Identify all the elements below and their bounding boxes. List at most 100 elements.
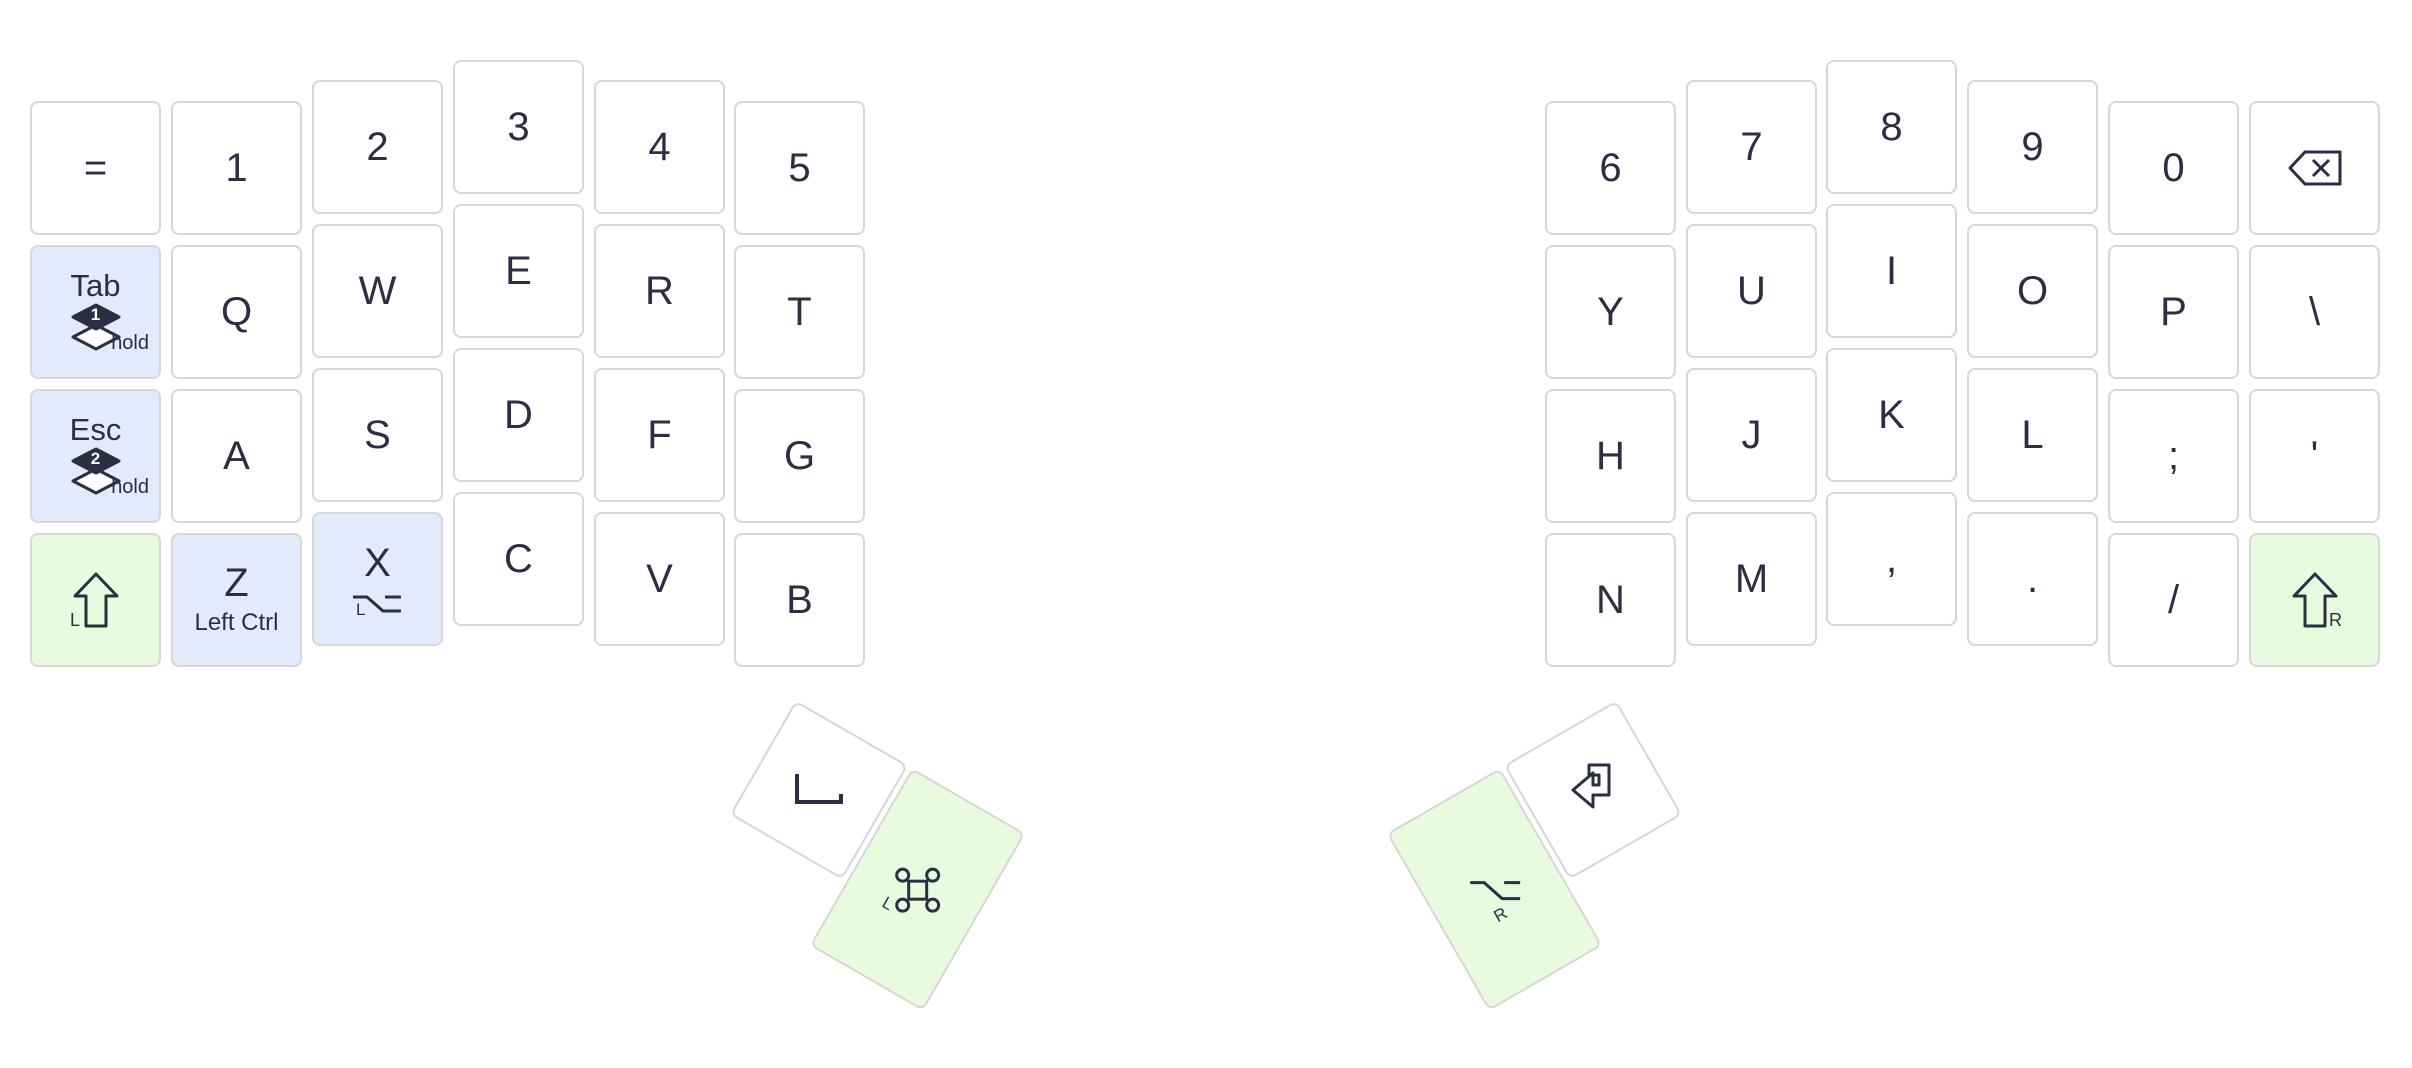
key-h[interactable]: H — [1545, 389, 1676, 523]
key-o[interactable]: O — [1967, 224, 2098, 358]
key-label: . — [2026, 557, 2039, 601]
key-label: E — [505, 249, 532, 293]
key-tab-layer1[interactable]: Tab 1 hold — [30, 245, 161, 379]
key-backslash[interactable]: \ — [2249, 245, 2380, 379]
key-z-left-ctrl[interactable]: Z Left Ctrl — [171, 533, 302, 667]
key-label: V — [646, 557, 673, 601]
key-label: 9 — [2021, 125, 2044, 169]
key-0[interactable]: 0 — [2108, 101, 2239, 235]
hold-label: hold — [111, 332, 149, 354]
enter-arrow-icon — [1571, 763, 1611, 809]
key-period[interactable]: . — [1967, 512, 2098, 646]
key-label: S — [364, 413, 391, 457]
key-label: C — [504, 537, 533, 581]
key-w[interactable]: W — [312, 224, 443, 358]
key-d[interactable]: D — [453, 348, 584, 482]
key-left-command[interactable]: L — [809, 767, 1026, 1012]
key-label: 3 — [507, 105, 530, 149]
key-space[interactable] — [729, 700, 909, 880]
key-label: W — [358, 269, 397, 313]
key-label: D — [504, 393, 533, 437]
key-c[interactable]: C — [453, 492, 584, 626]
option-icon — [352, 595, 401, 613]
key-label: 0 — [2162, 146, 2185, 190]
key-6[interactable]: 6 — [1545, 101, 1676, 235]
key-a[interactable]: A — [171, 389, 302, 523]
key-8[interactable]: 8 — [1826, 60, 1957, 194]
key-label: M — [1734, 557, 1769, 601]
key-u[interactable]: U — [1686, 224, 1817, 358]
key-label: K — [1878, 393, 1905, 437]
key-enter[interactable] — [1503, 700, 1683, 880]
key-y[interactable]: Y — [1545, 245, 1676, 379]
key-e[interactable]: E — [453, 204, 584, 338]
hold-label: hold — [111, 476, 149, 498]
key-label: Q — [220, 290, 253, 334]
key-j[interactable]: J — [1686, 368, 1817, 502]
key-label: 1 — [225, 146, 248, 190]
key-n[interactable]: N — [1545, 533, 1676, 667]
key-q[interactable]: Q — [171, 245, 302, 379]
key-label: = — [83, 146, 108, 190]
key-right-option[interactable]: R — [1386, 767, 1603, 1012]
key-label: / — [2167, 578, 2180, 622]
key-semicolon[interactable]: ; — [2108, 389, 2239, 523]
key-p[interactable]: P — [2108, 245, 2239, 379]
key-quote[interactable]: ' — [2249, 389, 2380, 523]
key-b[interactable]: B — [734, 533, 865, 667]
key-m[interactable]: M — [1686, 512, 1817, 646]
side-label: L — [70, 610, 81, 630]
key-label: A — [223, 434, 250, 478]
key-slash[interactable]: / — [2108, 533, 2239, 667]
key-label: ' — [2310, 434, 2319, 478]
key-g[interactable]: G — [734, 389, 865, 523]
key-label: N — [1596, 578, 1625, 622]
shift-arrow-icon — [2292, 572, 2337, 628]
key-l[interactable]: L — [1967, 368, 2098, 502]
key-2[interactable]: 2 — [312, 80, 443, 214]
key-x-left-option[interactable]: X L — [312, 512, 443, 646]
key-4[interactable]: 4 — [594, 80, 725, 214]
key-label: ; — [2167, 434, 2180, 478]
key-label: F — [647, 413, 672, 457]
key-left-shift[interactable]: L — [30, 533, 161, 667]
key-equals[interactable]: = — [30, 101, 161, 235]
key-backspace[interactable] — [2249, 101, 2380, 235]
key-label: Y — [1597, 290, 1624, 334]
key-f[interactable]: F — [594, 368, 725, 502]
key-1[interactable]: 1 — [171, 101, 302, 235]
key-r[interactable]: R — [594, 224, 725, 358]
key-label: P — [2160, 290, 2187, 334]
key-label: I — [1885, 249, 1898, 293]
key-t[interactable]: T — [734, 245, 865, 379]
backspace-icon — [2288, 150, 2341, 186]
key-i[interactable]: I — [1826, 204, 1957, 338]
key-5[interactable]: 5 — [734, 101, 865, 235]
key-label: L — [2021, 413, 2044, 457]
key-label: X — [364, 541, 391, 585]
key-comma[interactable]: , — [1826, 492, 1957, 626]
key-s[interactable]: S — [312, 368, 443, 502]
key-9[interactable]: 9 — [1967, 80, 2098, 214]
key-label: \ — [2308, 290, 2321, 334]
key-label: , — [1885, 537, 1898, 581]
key-label: 2 — [366, 125, 389, 169]
key-right-shift[interactable]: R — [2249, 533, 2380, 667]
key-3[interactable]: 3 — [453, 60, 584, 194]
key-label: H — [1596, 434, 1625, 478]
key-7[interactable]: 7 — [1686, 80, 1817, 214]
layer-icon: 1 — [68, 303, 124, 355]
option-icon — [1469, 881, 1520, 900]
key-label: R — [645, 269, 674, 313]
key-k[interactable]: K — [1826, 348, 1957, 482]
key-label: Z — [224, 561, 249, 605]
key-label: O — [2016, 269, 2049, 313]
command-icon — [895, 867, 940, 913]
key-label: J — [1741, 413, 1762, 457]
key-label: Esc — [69, 411, 122, 447]
key-v[interactable]: V — [594, 512, 725, 646]
key-esc-layer2[interactable]: Esc 2 hold — [30, 389, 161, 523]
layer-number: 1 — [90, 304, 101, 324]
shift-arrow-icon — [73, 572, 118, 628]
